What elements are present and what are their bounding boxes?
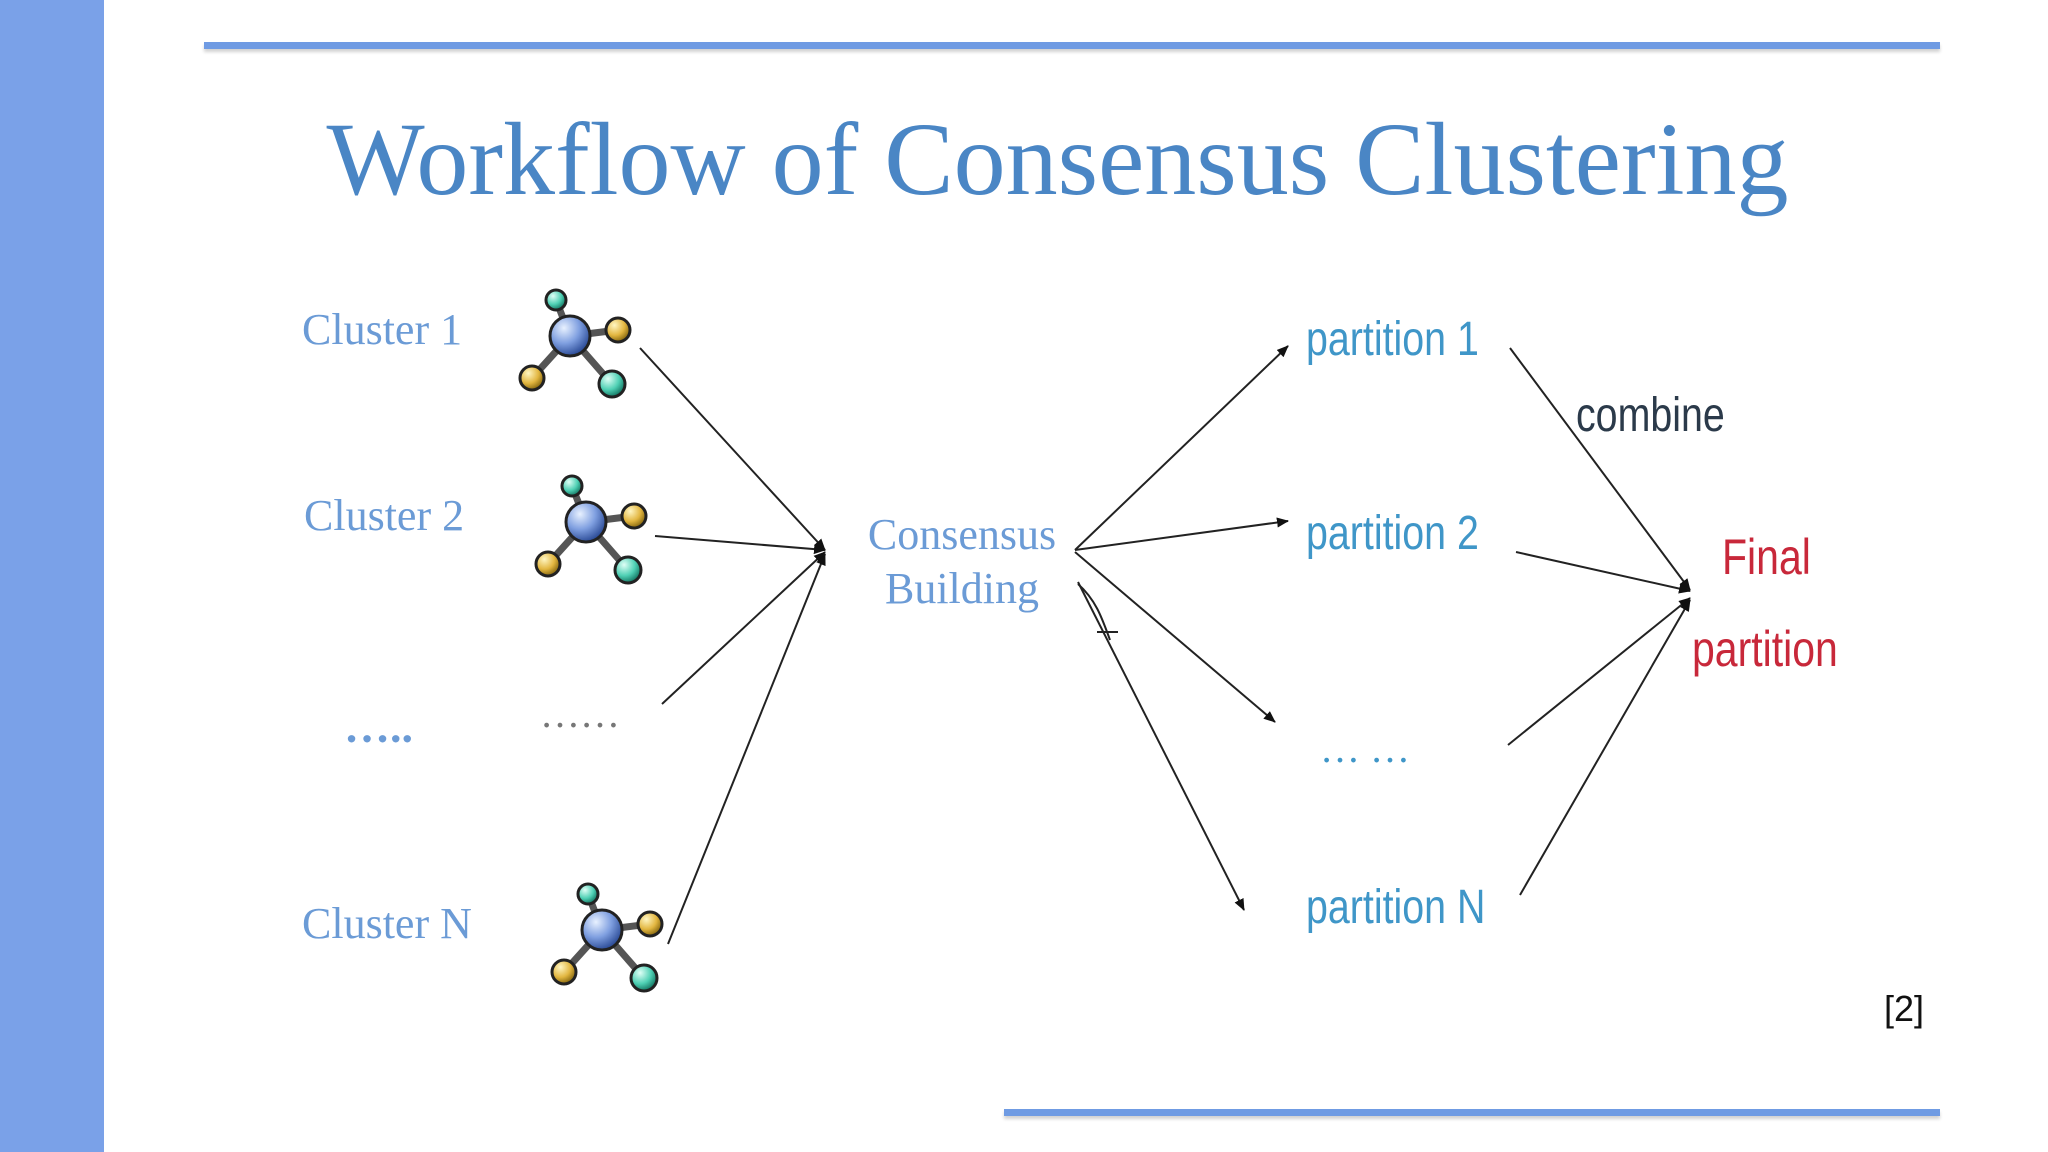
arrow-consensus-to-partition1 (1074, 345, 1289, 551)
molecule-icon (536, 476, 646, 583)
arrow-consensus-to-partitionN (1077, 581, 1245, 911)
consensus-line1: Consensus (867, 510, 1057, 559)
arrow-partition1-to-final (1509, 347, 1691, 591)
cluster-1-label: Cluster 1 (302, 305, 463, 354)
cluster-n-label: Cluster N (302, 899, 472, 948)
final-label-line1: Final (1722, 529, 1811, 585)
partition-2-label: partition 2 (1306, 507, 1479, 560)
citation: [2] (1884, 988, 1925, 1029)
arrow-cluster1-to-consensus (639, 347, 826, 551)
consensus-building-node: Consensus Building (852, 508, 1072, 616)
cluster-icon-ellipsis: …… (540, 691, 620, 736)
cluster-2-label: Cluster 2 (304, 491, 465, 540)
slide-sidebar-accent (0, 0, 104, 1152)
top-rule (204, 42, 1940, 49)
arrow-clusterN-to-consensus (667, 553, 826, 945)
cluster-ellipsis-label: ….. (344, 701, 413, 752)
arrow-partition2-to-final (1515, 551, 1691, 594)
arrow-ellipsis-to-consensus (661, 551, 826, 705)
arrow-ellipsis-to-final (1507, 597, 1691, 746)
slide-title: Workflow of Consensus Clustering (326, 102, 1789, 217)
partition-1-label: partition 1 (1306, 313, 1479, 366)
arrow-consensus-to-partition2 (1074, 517, 1289, 551)
arrow-consensus-to-ellipsis (1074, 551, 1276, 723)
curve-tick (1077, 583, 1111, 641)
molecule-icon (520, 290, 630, 397)
combine-label: combine (1576, 389, 1725, 442)
final-label-line2: partition (1692, 621, 1838, 677)
bottom-rule (1004, 1109, 1940, 1116)
arrow-cluster2-to-consensus (654, 535, 826, 555)
molecule-icon (552, 884, 662, 991)
partition-n-label: partition N (1306, 881, 1486, 934)
consensus-line2: Building (884, 564, 1040, 613)
partition-ellipsis-label: … … (1320, 726, 1410, 771)
arrow-partitionN-to-final (1519, 599, 1691, 896)
